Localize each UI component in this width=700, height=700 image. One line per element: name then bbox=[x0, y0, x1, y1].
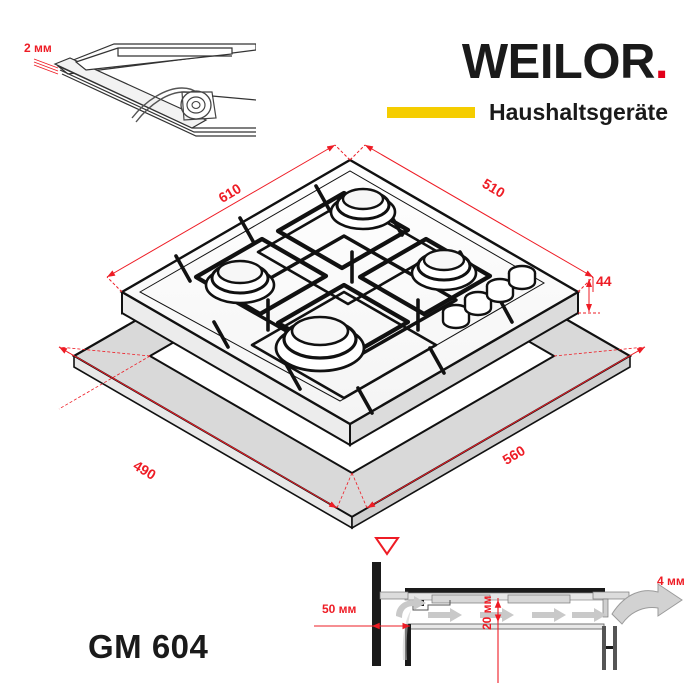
brand-wordmark: WEILOR. bbox=[378, 35, 669, 89]
section-callout-arrow bbox=[374, 537, 400, 556]
dimension-label-wall-clearance: 50 мм bbox=[322, 602, 357, 616]
edge-seal-detail-drawing bbox=[33, 43, 256, 137]
brand-logo: WEILOR. Haushaltsgeräte bbox=[378, 35, 669, 138]
dimension-lines bbox=[58, 144, 646, 509]
dimension-label-height: 44 bbox=[596, 273, 612, 289]
knob-3[interactable] bbox=[485, 277, 515, 304]
wall bbox=[372, 562, 381, 666]
knob-4[interactable] bbox=[507, 264, 537, 291]
dimension-label-vent-gap: 20 мм bbox=[480, 595, 494, 630]
dimension-label-front-overhang: 4 мм bbox=[657, 574, 685, 588]
hob-section bbox=[379, 588, 630, 670]
model-name: GM 604 bbox=[88, 628, 209, 665]
knob-1[interactable] bbox=[441, 303, 471, 330]
brand-wordmark-dot: . bbox=[654, 35, 669, 89]
knob-2[interactable] bbox=[463, 290, 493, 317]
brand-yellow-bar bbox=[387, 107, 476, 118]
brand-wordmark-text: WEILOR bbox=[461, 35, 655, 89]
brand-tagline: Haushaltsgeräte bbox=[489, 99, 668, 125]
installation-section-drawing bbox=[314, 562, 683, 683]
dimension-label-edge-seal: 2 мм bbox=[24, 41, 52, 55]
